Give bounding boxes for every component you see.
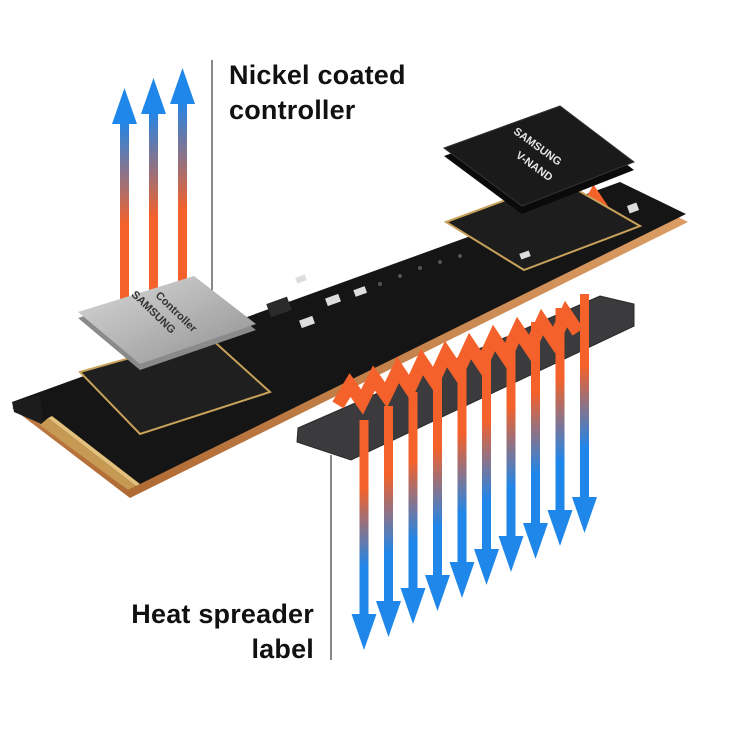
smd-components xyxy=(266,202,640,329)
arrow-down-icon xyxy=(376,406,401,637)
controller-label-line-2: controller xyxy=(229,95,356,125)
arrow-down-icon xyxy=(572,294,597,533)
pcb-board xyxy=(12,178,688,498)
arrow-down-icon xyxy=(400,392,426,624)
arrow-up-icon xyxy=(170,68,195,300)
heat-spreader-label-line-2: label xyxy=(251,634,314,664)
controller-label: Nickel coated controller xyxy=(229,58,406,128)
arrow-up-icon xyxy=(141,78,166,305)
arrow-down-icon xyxy=(498,336,524,572)
arrow-down-icon xyxy=(523,322,548,559)
arrow-down-icon xyxy=(351,420,377,650)
arrow-down-icon xyxy=(474,350,499,585)
gold-contacts xyxy=(40,416,140,490)
controller-chip: SAMSUNG Controller xyxy=(78,276,256,370)
upward-arrows xyxy=(112,68,195,310)
arrow-down-icon xyxy=(547,308,573,546)
heat-zigzag-right xyxy=(332,300,584,415)
downward-arrows xyxy=(351,294,597,650)
heat-spreader-label: Heat spreader label xyxy=(100,597,314,667)
nand-chip: SAMSUNG V-NAND xyxy=(442,105,636,214)
arrow-down-icon xyxy=(449,364,475,598)
controller-label-line-1: Nickel coated xyxy=(229,60,406,90)
arrow-up-icon xyxy=(112,88,137,310)
arrow-down-icon xyxy=(425,378,450,611)
heat-spreader-label-line-1: Heat spreader xyxy=(131,599,314,629)
